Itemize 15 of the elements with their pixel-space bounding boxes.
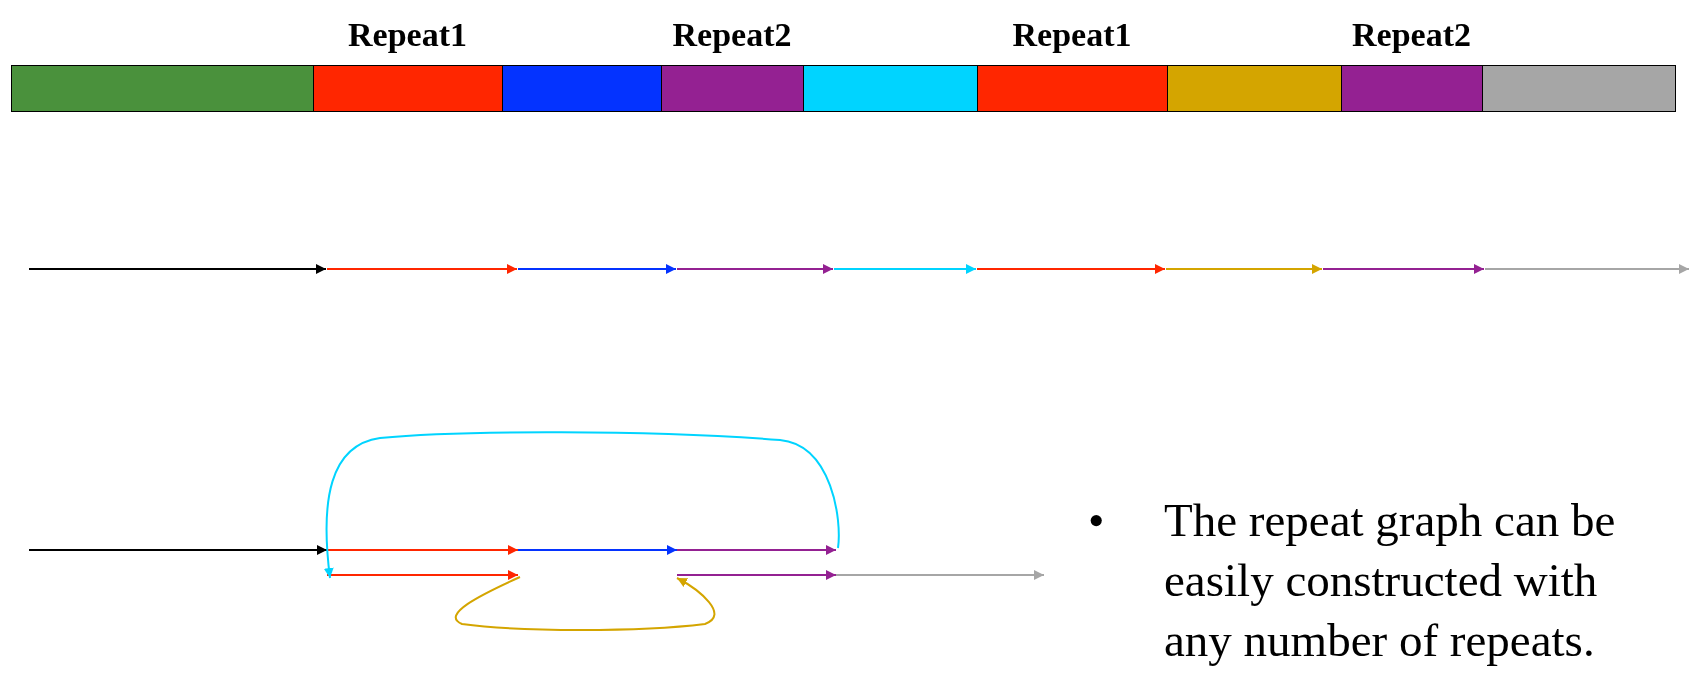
sequence-segment (1482, 65, 1676, 112)
sequence-segment (11, 65, 315, 112)
sequence-segment (502, 65, 663, 112)
sequence-segment (313, 65, 504, 112)
sequence-segment (661, 65, 805, 112)
bullet-marker: • (1088, 493, 1105, 548)
repeat-label: Repeat2 (1352, 18, 1471, 52)
repeat-label: Repeat1 (348, 18, 467, 52)
sequence-segment (1167, 65, 1343, 112)
repeat-label: Repeat2 (672, 18, 792, 52)
sequence-segment (1341, 65, 1484, 112)
repeat-label: Repeat1 (1012, 18, 1132, 52)
sequence-segment (803, 65, 979, 112)
bullet-text: The repeat graph can be easily constructed with any number of repeats. (1164, 493, 1617, 668)
sequence-segment (977, 65, 1169, 112)
